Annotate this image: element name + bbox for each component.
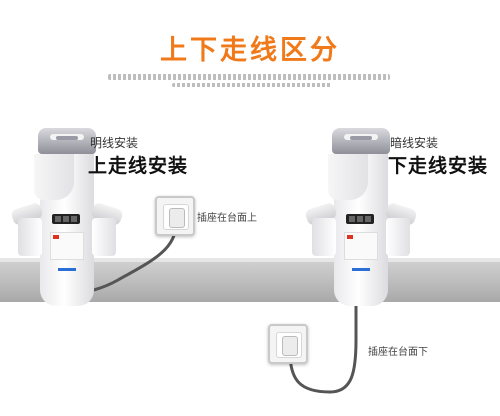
- label-sticker-icon: [50, 232, 84, 260]
- left-socket-label: 插座在台面上: [197, 213, 257, 224]
- indicator-light-icon: [352, 268, 370, 271]
- power-socket-icon: [155, 196, 195, 236]
- left-big-label: 上走线安装: [88, 155, 189, 177]
- plug-icon: [282, 336, 298, 356]
- display-icon: [52, 214, 80, 224]
- page-title: 上下走线区分: [160, 35, 340, 66]
- right-big-label: 下走线安装: [388, 155, 489, 177]
- countertop-edge: [0, 258, 500, 263]
- power-socket-icon: [268, 324, 308, 364]
- right-small-label: 暗线安装: [390, 136, 439, 150]
- right-socket-label: 插座在台面下: [368, 347, 428, 358]
- decorative-subtitle-line: [108, 74, 390, 80]
- plug-icon: [169, 208, 185, 228]
- display-icon: [346, 214, 374, 224]
- left-small-label: 明线安装: [90, 136, 139, 150]
- right-cable: [288, 300, 358, 394]
- faucet-right: [304, 128, 418, 308]
- indicator-light-icon: [58, 268, 76, 271]
- decorative-subtitle-line-2: [172, 83, 332, 87]
- label-sticker-icon: [344, 232, 378, 260]
- faucet-left: [10, 128, 124, 308]
